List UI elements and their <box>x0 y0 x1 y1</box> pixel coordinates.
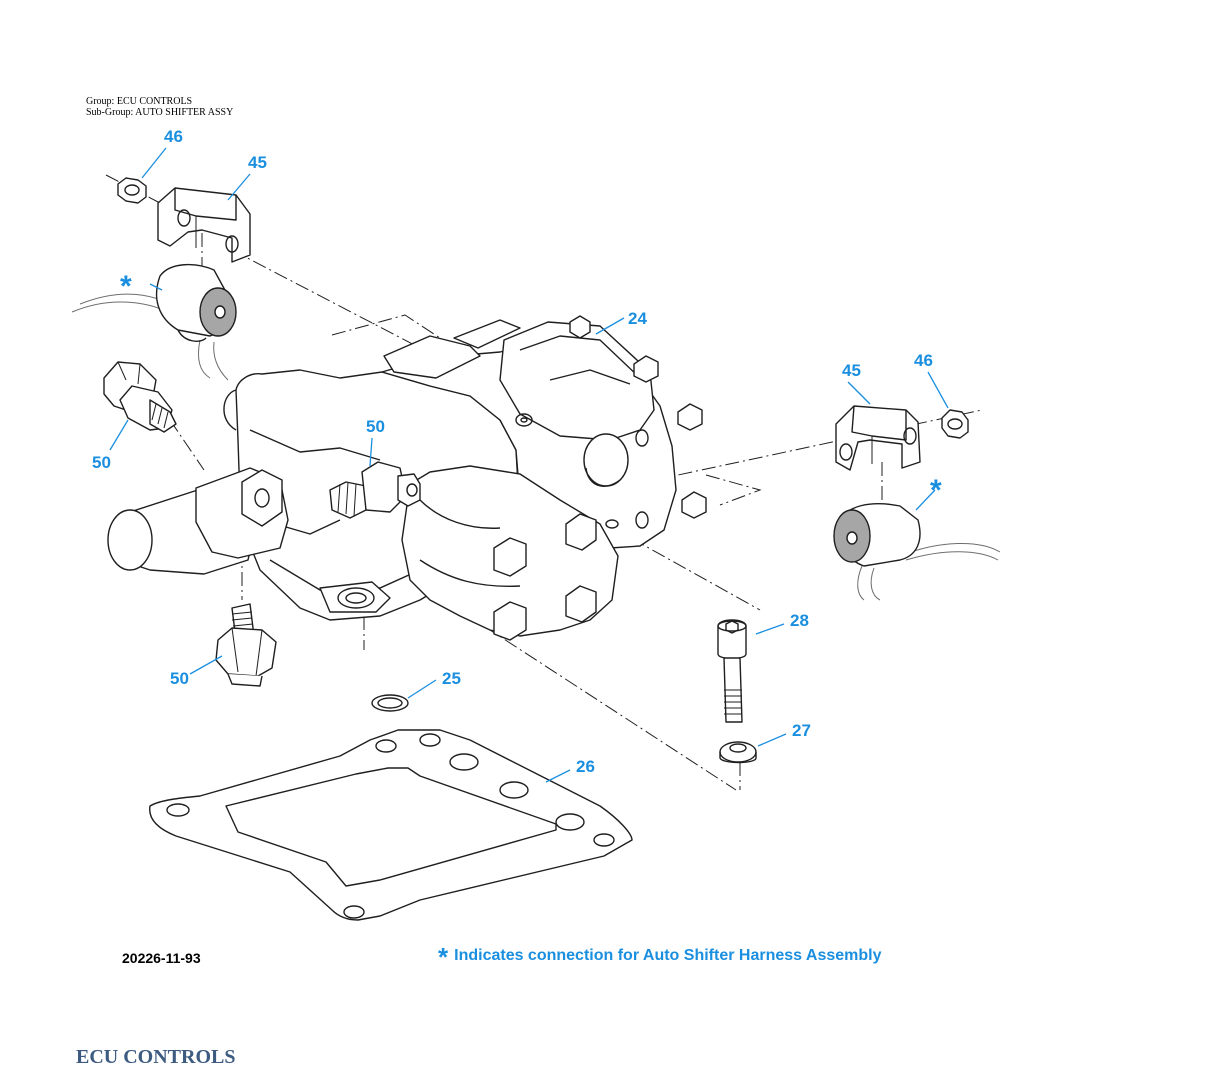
callout-46-right: 46 <box>914 351 933 370</box>
actuator-cylinder <box>107 467 289 575</box>
callout-46-left: 46 <box>164 127 183 146</box>
callout-26: 26 <box>576 757 595 776</box>
note-star-icon: * <box>438 942 449 972</box>
callout-24: 24 <box>628 309 647 328</box>
harness-star-right: * <box>930 474 942 507</box>
cover-bolts <box>569 315 707 529</box>
callout-50-upper-left: 50 <box>92 453 111 472</box>
callout-labels: 46 45 24 45 46 50 50 50 28 25 27 26 * * <box>92 127 942 776</box>
callout-28: 28 <box>790 611 809 630</box>
callout-45-left: 45 <box>248 153 267 172</box>
harness-connector-right <box>833 503 1001 601</box>
group-label: Group: ECU CONTROLS <box>86 96 193 107</box>
valve-block-bolts <box>493 513 597 641</box>
harness-connector-left <box>71 263 237 381</box>
bracket-45-left <box>157 187 251 263</box>
gasket-26 <box>149 729 633 921</box>
bracket-45-right <box>835 405 921 471</box>
callout-50-center: 50 <box>366 417 385 436</box>
note-text: Indicates connection for Auto Shifter Ha… <box>454 947 882 964</box>
figure-number: 20226-11-93 <box>122 950 201 966</box>
harness-note: * Indicates connection for Auto Shifter H… <box>438 942 881 973</box>
auto-shifter-housing-24 <box>223 315 707 641</box>
callout-50-lower: 50 <box>170 669 189 688</box>
washer-27 <box>719 741 757 764</box>
sensor-50-upper-left <box>103 361 177 433</box>
subgroup-label: Sub-Group: AUTO SHIFTER ASSY <box>86 107 234 118</box>
callout-25: 25 <box>442 669 461 688</box>
o-ring-25 <box>371 694 409 712</box>
callout-27: 27 <box>792 721 811 740</box>
nut-46-left <box>117 177 147 204</box>
sensor-50-center <box>329 461 421 519</box>
callout-45-right: 45 <box>842 361 861 380</box>
leader-lines <box>109 147 949 783</box>
harness-star-left: * <box>120 270 132 303</box>
cap-screw-28 <box>717 619 747 723</box>
nut-46-right <box>941 409 969 439</box>
sensor-50-lower <box>215 603 277 687</box>
section-title: ECU CONTROLS <box>76 1046 236 1068</box>
